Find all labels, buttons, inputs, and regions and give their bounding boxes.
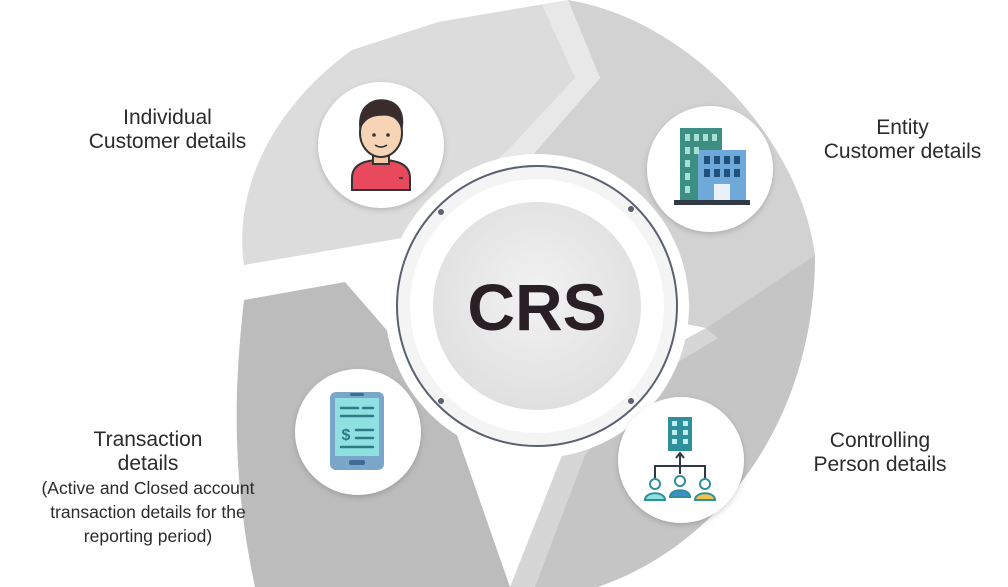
center-hub: CRS <box>385 154 689 458</box>
icon-badge-transaction: $ <box>295 369 421 495</box>
person-icon <box>351 99 411 191</box>
label-transaction-details: Transaction details (Active and Closed a… <box>0 428 296 548</box>
label-controlling-person-details: Controlling Person details <box>780 429 980 477</box>
label-line: Entity <box>876 116 929 139</box>
label-line: Customer details <box>823 140 982 163</box>
label-entity-customer-details: Entity Customer details <box>790 116 1008 164</box>
label-line: Person details <box>813 453 947 476</box>
svg-text:$: $ <box>342 427 351 444</box>
person-figure-right <box>693 478 717 501</box>
label-note-line: (Active and Closed account <box>41 478 255 498</box>
label-line: Controlling <box>829 429 931 452</box>
center-core <box>433 202 641 410</box>
building-icon <box>674 128 750 205</box>
label-note-line: reporting period) <box>83 526 213 546</box>
center-title: CRS <box>467 270 606 344</box>
label-line: Customer details <box>88 130 247 153</box>
receipt-tablet-icon: $ <box>330 392 384 470</box>
org-hierarchy-icon <box>643 417 717 501</box>
icon-badge-individual <box>318 82 444 208</box>
person-figure-center <box>668 475 692 498</box>
label-line: Individual <box>123 106 212 129</box>
person-figure-left <box>643 478 667 501</box>
icon-badge-controlling <box>618 397 744 523</box>
label-line: Transaction <box>93 428 203 451</box>
label-individual-customer-details: Individual Customer details <box>50 106 285 154</box>
label-line: details <box>117 452 179 475</box>
label-note-line: transaction details for the <box>50 502 246 522</box>
icon-badge-entity <box>647 106 773 232</box>
